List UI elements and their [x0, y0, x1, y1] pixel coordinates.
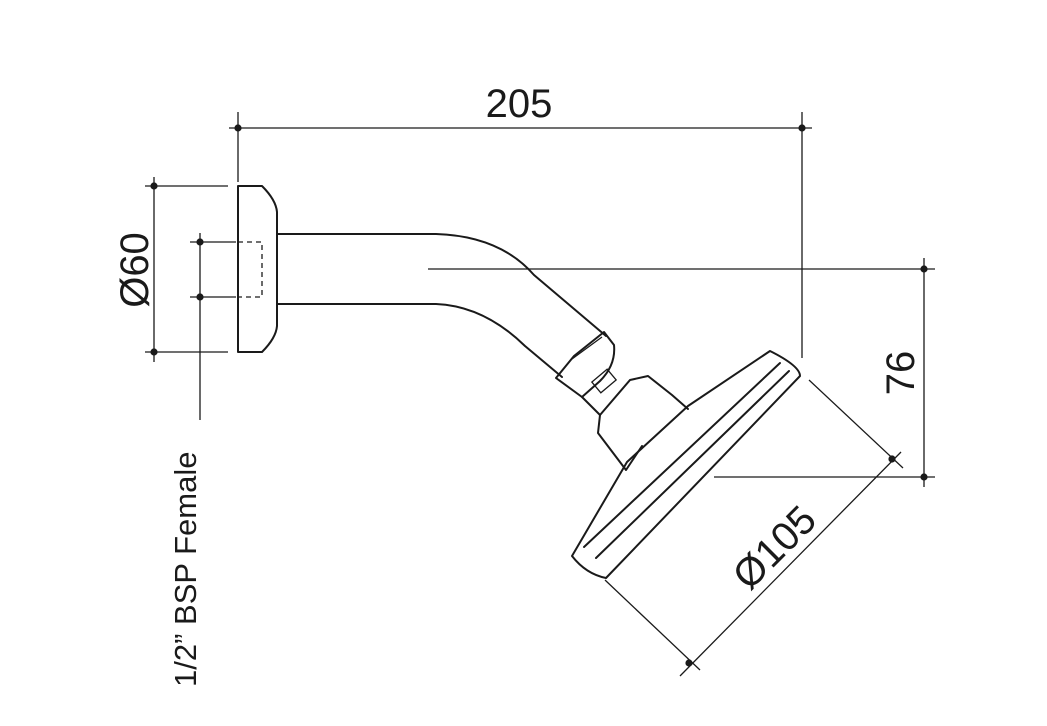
thread-callout: 1/2” BSP Female [168, 233, 236, 687]
wall-flange [237, 185, 278, 353]
dimension-205-label: 205 [486, 82, 553, 126]
dimension-head-diameter-label: Ø105 [725, 498, 825, 598]
dimension-76: 76 [428, 258, 935, 487]
dimension-flange-diameter: Ø60 [113, 177, 228, 362]
swivel-joint [555, 331, 689, 471]
shower-arm [276, 233, 607, 378]
thread-note: 1/2” BSP Female [168, 452, 203, 687]
shower-head [571, 350, 801, 579]
dimension-76-label: 76 [879, 351, 923, 396]
dimension-flange-diameter-label: Ø60 [113, 232, 157, 308]
dimension-205: 205 [229, 82, 812, 358]
